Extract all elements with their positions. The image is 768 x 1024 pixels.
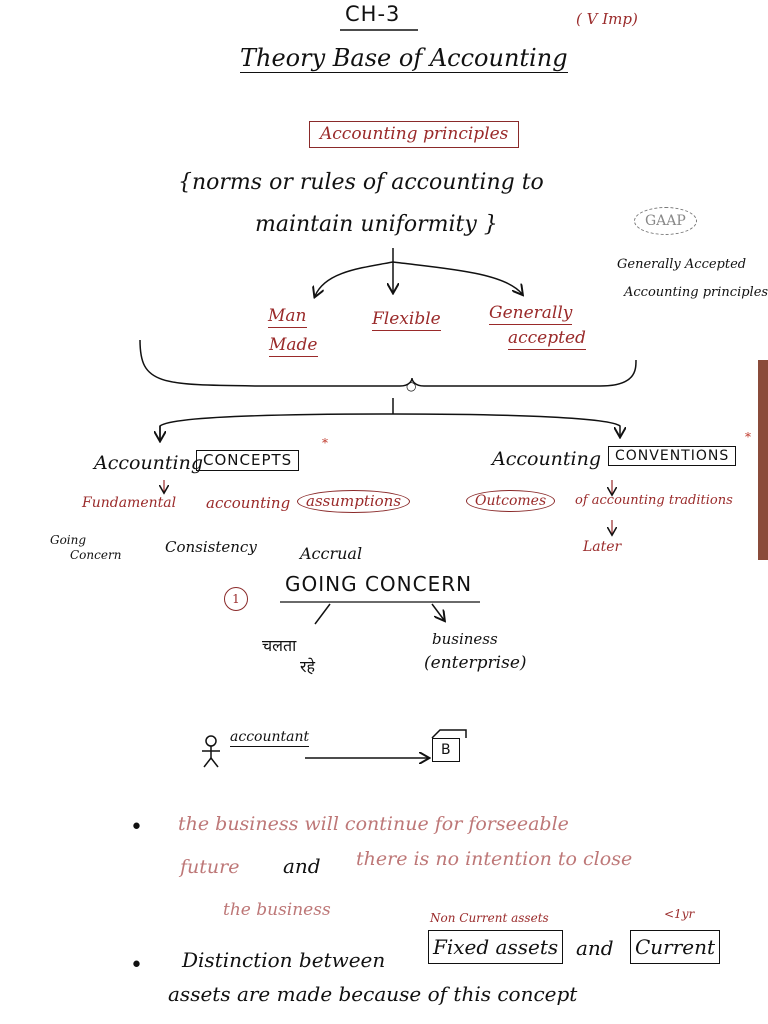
going-concern-title: GOING CONCERN (285, 572, 473, 596)
gaap-cloud: GAAP (634, 207, 697, 235)
concepts-desc-assumptions: assumptions (297, 490, 411, 513)
concept-going: Going (50, 533, 87, 547)
star-icon: * (322, 436, 328, 450)
note-1-line-2c: there is no intention to close (356, 848, 633, 870)
chapter-number: CH-3 (345, 2, 401, 26)
concepts-desc-accounting: accounting (206, 494, 291, 512)
page-edge-background (758, 360, 768, 560)
split-line (159, 413, 620, 440)
business-box: B (432, 738, 460, 762)
concept-accrual: Accrual (300, 544, 363, 563)
importance-note: ( V Imp) (576, 10, 638, 28)
accountant-label: accountant (230, 729, 310, 747)
feature-flexible: Flexible (372, 309, 441, 331)
gaap-full-line-2: Accounting principles (624, 285, 768, 300)
brace-knot-icon: ○ (406, 379, 417, 393)
less-than-one-year-note: <1yr (664, 907, 695, 921)
concept-consistency: Consistency (165, 538, 257, 556)
star-icon: * (745, 430, 751, 444)
hindi-line-1: चलता (262, 636, 297, 655)
hindi-line-2: रहे (300, 657, 316, 676)
going-concern-enterprise: (enterprise) (424, 653, 527, 673)
arrow-generally-accepted (392, 261, 522, 294)
note-1-line-2b: and (283, 854, 321, 878)
page-title: Theory Base of Accounting (240, 44, 568, 73)
conventions-later: Later (583, 539, 622, 555)
bullet-icon: • (130, 953, 143, 978)
arrow-man-made (315, 261, 394, 296)
conventions-box: CONVENTIONS (608, 446, 737, 466)
note-2-current: Current (630, 930, 721, 964)
bullet-icon: • (130, 815, 143, 840)
note-2-fixed-assets: Fixed assets (428, 930, 564, 964)
concepts-desc-fundamental: Fundamental (82, 495, 177, 511)
section-number: 1 (224, 587, 248, 611)
stick-figure-icon (202, 735, 220, 768)
note-1-line-1: the business will continue for forseeabl… (178, 813, 569, 835)
note-2-line-1a: Distinction between (182, 948, 386, 972)
feature-man: Man (268, 306, 307, 328)
feature-generally: Generally (489, 303, 573, 325)
note-2-line-2: assets are made because of this concept (168, 982, 578, 1006)
conventions-desc-outcomes: Outcomes (466, 490, 556, 512)
definition-line-1: {norms or rules of accounting to (178, 170, 544, 195)
note-2-and: and (576, 936, 614, 960)
concepts-prefix: Accounting (94, 452, 204, 474)
concepts-box: CONCEPTS (196, 450, 300, 471)
note-1-line-2a: future (180, 856, 240, 878)
feature-made: Made (269, 335, 318, 357)
brace (139, 339, 637, 387)
principles-title-box: Accounting principles (309, 121, 520, 148)
conventions-prefix: Accounting (492, 448, 602, 470)
note-1-line-3: the business (223, 900, 331, 920)
gaap-full-line-1: Generally Accepted (617, 257, 747, 272)
noncurrent-note: Non Current assets (430, 911, 549, 925)
conventions-desc-rest: of accounting traditions (575, 493, 733, 508)
concept-concern: Concern (70, 548, 122, 562)
definition-line-2: maintain uniformity } (255, 212, 498, 237)
feature-accepted: accepted (508, 328, 586, 350)
going-concern-business: business (432, 630, 498, 648)
